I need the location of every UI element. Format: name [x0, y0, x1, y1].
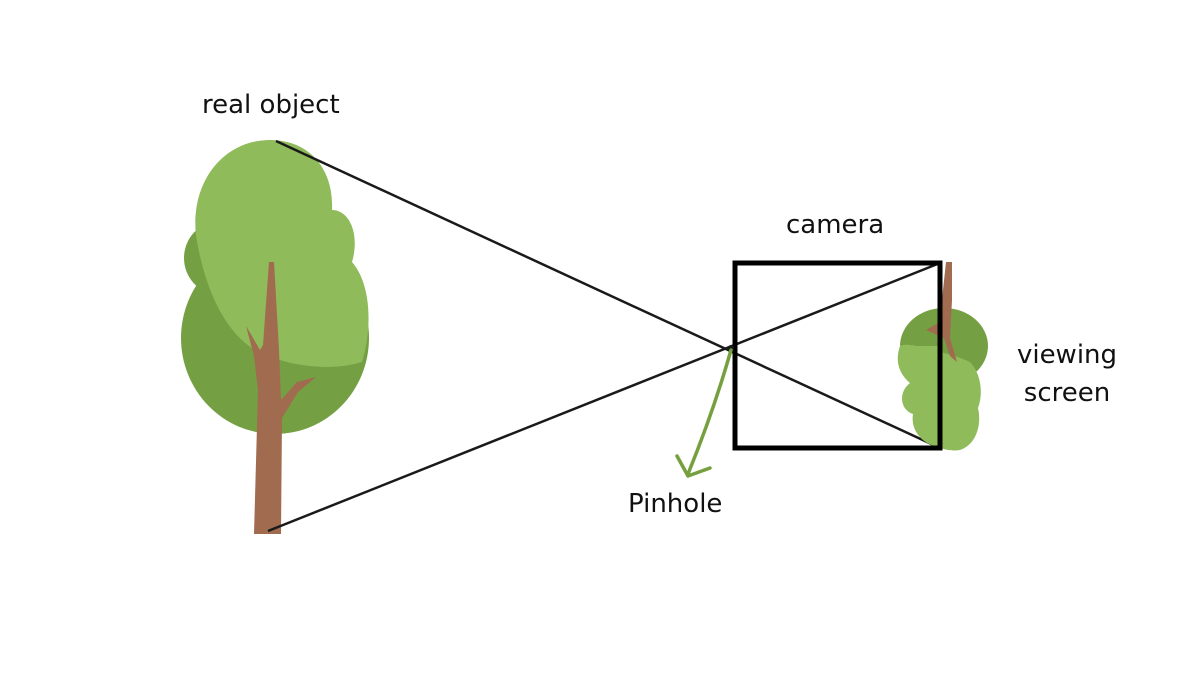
viewing-screen-label: viewing screen: [1010, 336, 1124, 412]
tree-trunk: [246, 262, 316, 534]
tree-foliage-light: [195, 140, 369, 367]
inverted-tree-image: [897, 262, 988, 451]
ray-top: [275, 139, 941, 450]
real-object-tree: [181, 140, 369, 534]
viewing-screen-label-line1: viewing: [1016, 340, 1118, 370]
camera-box: [732, 260, 943, 451]
projection-rays: [267, 139, 941, 533]
camera-label: camera: [786, 210, 885, 240]
real-object-label: real object: [202, 90, 340, 120]
viewing-screen-label-line2: screen: [1023, 378, 1111, 408]
ray-bottom: [267, 261, 941, 533]
pinhole-label: Pinhole: [628, 489, 723, 519]
pinhole-arrow: [675, 348, 733, 478]
